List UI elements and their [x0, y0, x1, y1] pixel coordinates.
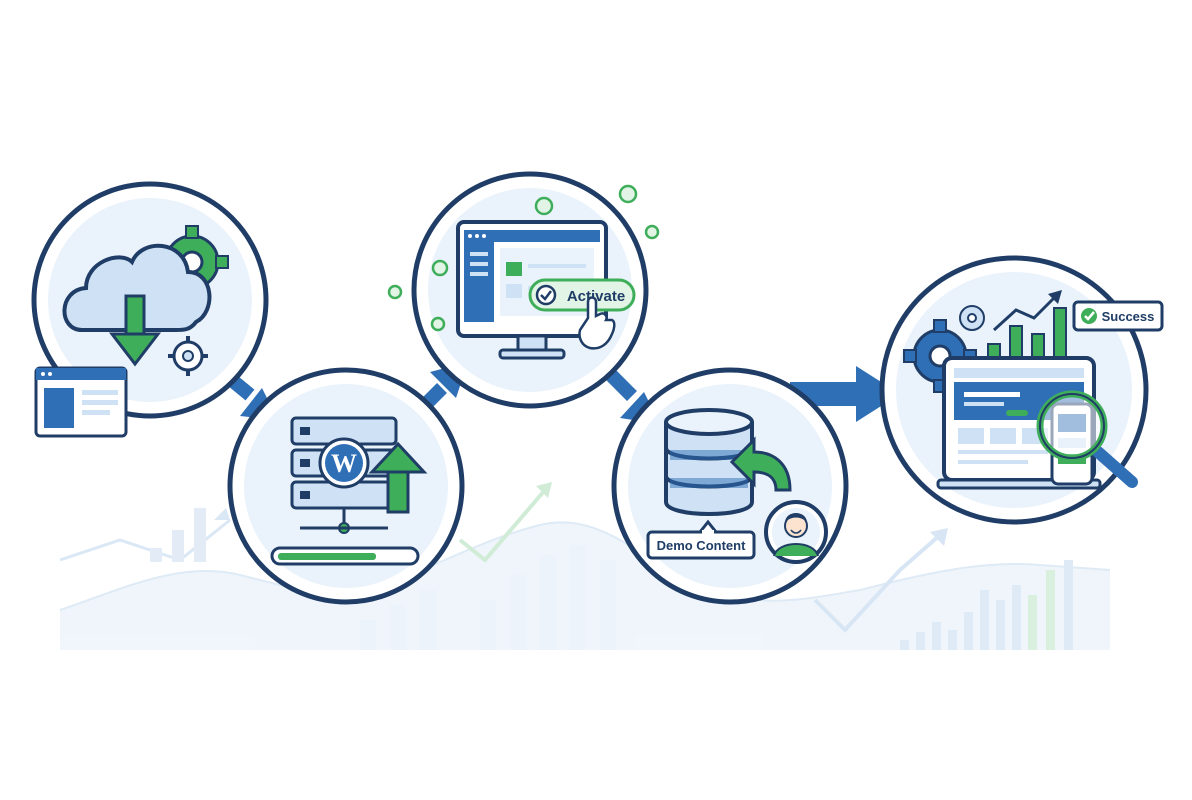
cursor-hand-icon — [578, 296, 616, 350]
small-gear-icon — [959, 305, 985, 331]
check-icon — [387, 184, 660, 332]
user-avatar-icon — [764, 500, 828, 564]
browser-window-icon — [34, 366, 128, 438]
cloud-download-icon — [62, 243, 212, 367]
step-import-demo-content: Demo Content — [611, 367, 849, 605]
activate-button[interactable]: Activate — [528, 278, 636, 312]
progress-bar-icon — [270, 546, 420, 566]
success-label: Success — [1102, 309, 1155, 324]
wordpress-logo-icon: W — [318, 437, 370, 489]
step-activate-theme: Activate — [387, 171, 660, 409]
activate-label: Activate — [567, 288, 625, 305]
step-download-theme — [31, 181, 269, 438]
import-arrow-icon — [729, 436, 792, 492]
background-chart — [59, 482, 1111, 650]
database-icon — [664, 408, 754, 516]
svg-text:W: W — [331, 449, 357, 478]
upload-arrow-icon — [368, 441, 428, 514]
magnifier-icon — [1036, 390, 1138, 488]
step-launch-site: Success — [879, 255, 1164, 525]
success-badge: Success — [1072, 300, 1164, 332]
small-gear-icon — [168, 336, 208, 376]
step-install-wordpress: W — [227, 367, 465, 605]
server-icon — [290, 416, 398, 534]
demo-content-label: Demo Content — [657, 538, 747, 553]
demo-content-tag: Demo Content — [646, 519, 756, 560]
